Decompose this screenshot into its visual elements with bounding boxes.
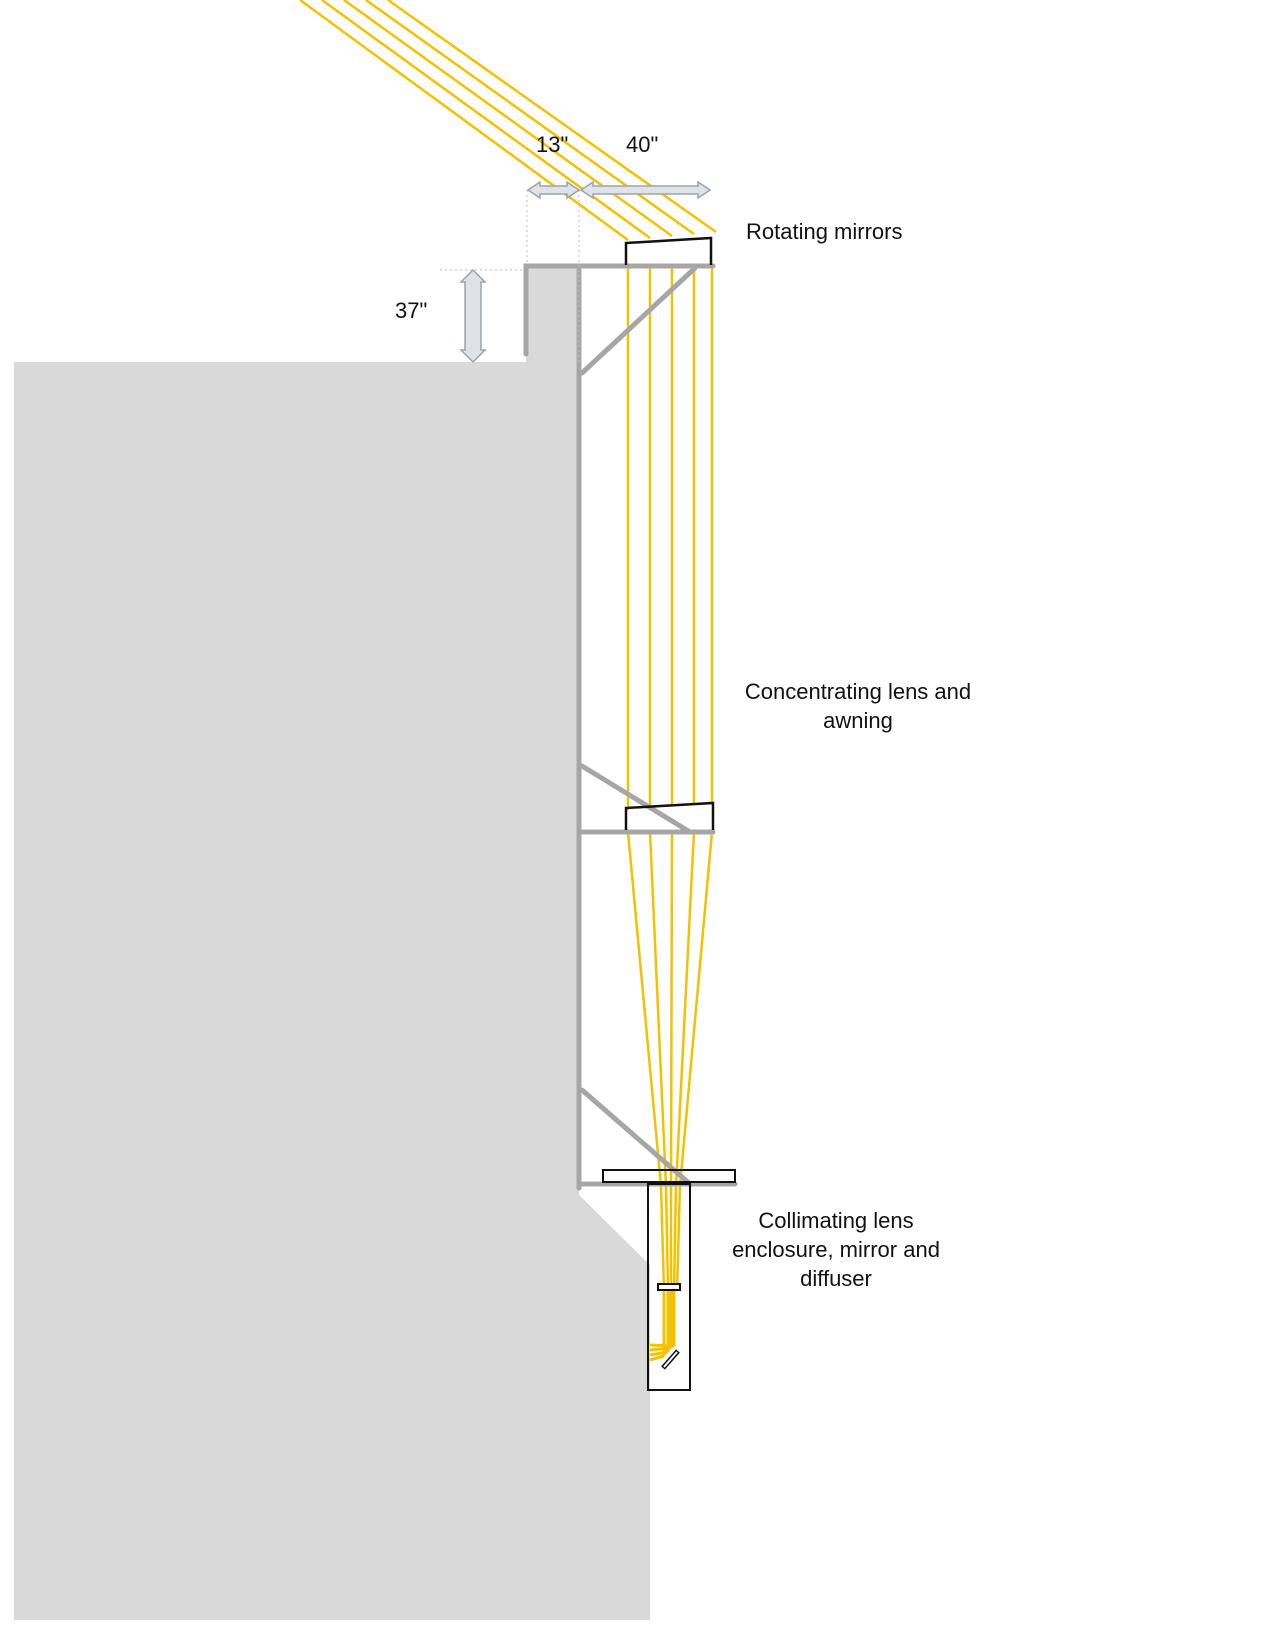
collimated-beam — [649, 1290, 676, 1362]
collimating-label-line3: diffuser — [800, 1266, 872, 1291]
collimating-enclosure — [647, 1183, 691, 1391]
collimating-label-line1: Collimating lens — [758, 1208, 913, 1233]
concentrating-lens-label-line1: Concentrating lens and — [745, 679, 971, 704]
middle-brace — [579, 763, 693, 835]
mirror-span-dimension-label: 40" — [626, 132, 658, 157]
vertical-light-rays — [626, 268, 714, 810]
concentrating-lens-shape — [624, 801, 715, 830]
concentrating-lens-label-line2: awning — [823, 708, 893, 733]
structural-frame — [523, 263, 738, 1191]
overhang-dimension-arrow — [526, 180, 581, 200]
converging-light-rays — [626, 831, 714, 1291]
diffuser-mirror-highlight — [663, 1351, 678, 1368]
parapet-height-dimension-label: 37" — [395, 298, 427, 323]
parapet-height-dimension-arrow — [459, 268, 487, 364]
dimension-reference-lines — [440, 190, 580, 362]
overhang-dimension-label: 13" — [536, 132, 568, 157]
collimating-label-line2: enclosure, mirror and — [732, 1237, 940, 1262]
building-section — [14, 268, 650, 1620]
top-brace — [579, 265, 698, 376]
mirror-span-dimension-arrow — [579, 180, 712, 200]
rotating-mirrors-shape — [624, 236, 713, 265]
collimating-lens-shape — [657, 1283, 681, 1291]
incoming-sun-rays — [299, 0, 717, 242]
enclosure-plate — [602, 1169, 736, 1183]
bottom-brace — [579, 1087, 693, 1187]
rotating-mirrors-label: Rotating mirrors — [746, 219, 902, 244]
parapet-flashing — [523, 263, 716, 357]
